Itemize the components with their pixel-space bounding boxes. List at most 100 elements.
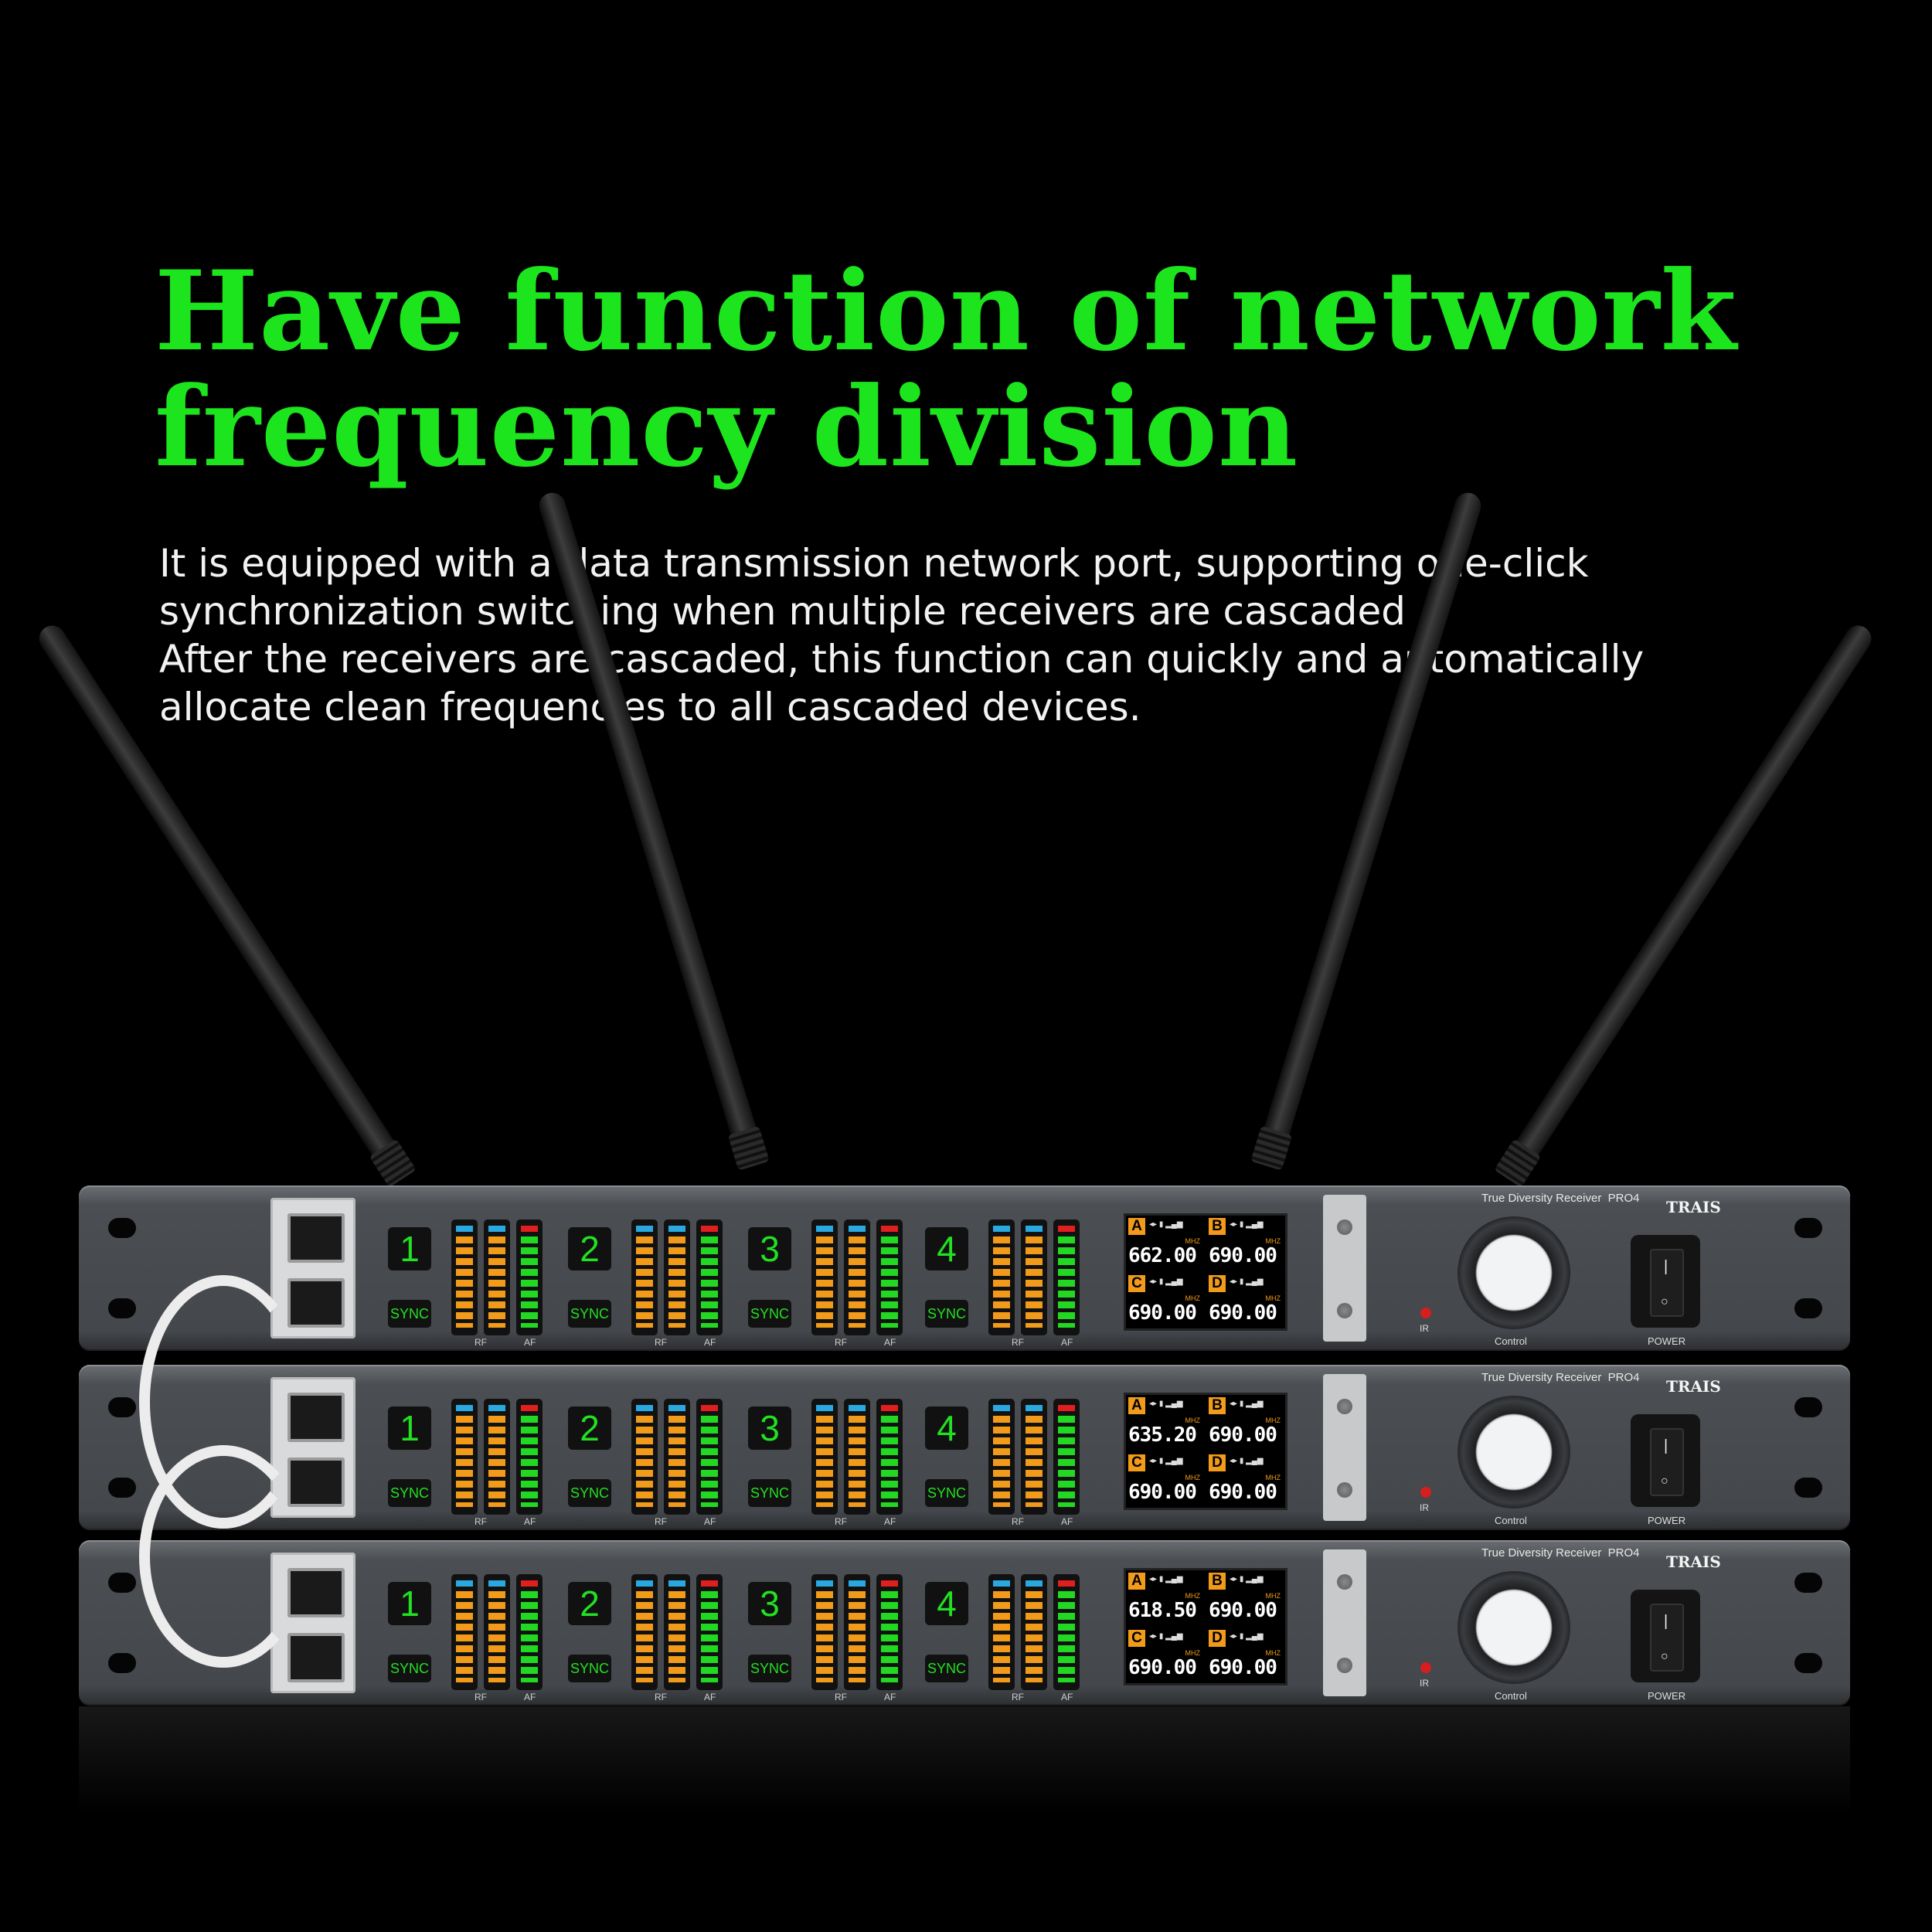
meter-cap [701, 1580, 718, 1587]
af-meter [1053, 1574, 1080, 1690]
ir-label: IR [1420, 1678, 1429, 1689]
ethernet-port[interactable] [287, 1213, 345, 1263]
mhz-label: MHZ [1265, 1592, 1281, 1600]
sync-button[interactable]: SYNC [568, 1655, 611, 1682]
status-icons: ◂▸ ▮ ▂▄▆ [1230, 1632, 1264, 1641]
power-rocker-icon[interactable] [1650, 1249, 1684, 1317]
power-switch[interactable] [1631, 1235, 1700, 1328]
meter-bars [993, 1416, 1010, 1507]
description: It is equipped with a data transmission … [159, 539, 1644, 731]
meter-bars [701, 1591, 718, 1682]
power-switch[interactable] [1631, 1590, 1700, 1682]
sync-button[interactable]: SYNC [388, 1300, 431, 1328]
sync-button[interactable]: SYNC [568, 1479, 611, 1507]
power-rocker-icon[interactable] [1650, 1604, 1684, 1672]
mount-hole [1794, 1397, 1822, 1417]
rf-meter [844, 1399, 870, 1515]
af-label: AF [704, 1516, 716, 1527]
power-label: POWER [1648, 1515, 1686, 1526]
channel-tag: A [1128, 1573, 1145, 1590]
sync-button[interactable]: SYNC [748, 1479, 791, 1507]
mhz-label: MHZ [1265, 1417, 1281, 1424]
rf-meter [664, 1219, 690, 1335]
channel-tag: A [1128, 1397, 1145, 1414]
rf-meter [844, 1219, 870, 1335]
meter-cap [849, 1226, 866, 1232]
frequency-value: 690.00 [1128, 1301, 1197, 1325]
meter-bars [1058, 1591, 1075, 1682]
mount-hole [108, 1478, 136, 1498]
mhz-label: MHZ [1185, 1649, 1201, 1657]
mhz-label: MHZ [1185, 1592, 1201, 1600]
rf-meter [988, 1574, 1015, 1690]
mount-hole [108, 1218, 136, 1238]
sync-button[interactable]: SYNC [925, 1655, 968, 1682]
status-icons: ◂▸ ▮ ▂▄▆ [1230, 1457, 1264, 1465]
sync-button[interactable]: SYNC [388, 1655, 431, 1682]
status-icons: ◂▸ ▮ ▂▄▆ [1149, 1220, 1183, 1229]
power-rocker-icon[interactable] [1650, 1428, 1684, 1496]
meter-bars [881, 1416, 898, 1507]
sync-button[interactable]: SYNC [925, 1479, 968, 1507]
model-label: True Diversity Receiver PRO4 [1481, 1371, 1640, 1384]
rack-ear-left [87, 1554, 156, 1692]
meter-cap [456, 1405, 473, 1411]
meter-bars [636, 1416, 653, 1507]
mhz-label: MHZ [1185, 1294, 1201, 1302]
mount-hole [1794, 1478, 1822, 1498]
sync-button[interactable]: SYNC [925, 1300, 968, 1328]
rf-label: RF [474, 1692, 487, 1702]
rf-label: RF [835, 1692, 847, 1702]
model-code: PRO4 [1607, 1546, 1640, 1560]
control-label: Control [1495, 1690, 1527, 1702]
rf-meter [664, 1399, 690, 1515]
rf-label: RF [655, 1516, 667, 1527]
sync-button[interactable]: SYNC [748, 1655, 791, 1682]
ethernet-port[interactable] [287, 1278, 345, 1328]
channel-tag: B [1209, 1397, 1226, 1414]
af-label: AF [524, 1337, 536, 1348]
meter-cap [849, 1405, 866, 1411]
rf-label: RF [655, 1337, 667, 1348]
ethernet-port[interactable] [287, 1633, 345, 1682]
meter-bars [521, 1236, 538, 1328]
meter-bars [816, 1591, 833, 1682]
ir-indicator [1420, 1487, 1431, 1498]
brand-logo: TRAIS [1666, 1198, 1721, 1216]
headline-line-1: Have function of network [155, 247, 1737, 376]
meter-cap [993, 1580, 1010, 1587]
control-knob[interactable] [1458, 1396, 1570, 1509]
meter-cap [816, 1405, 833, 1411]
rf-label: RF [474, 1337, 487, 1348]
rf-label: RF [655, 1692, 667, 1702]
frequency-value: 690.00 [1209, 1244, 1277, 1267]
rf-meter [484, 1399, 510, 1515]
meter-cap [456, 1580, 473, 1587]
rf-meter [451, 1399, 478, 1515]
channel-number: 2 [568, 1227, 611, 1270]
meter-bars [993, 1236, 1010, 1328]
power-switch[interactable] [1631, 1414, 1700, 1507]
sync-button[interactable]: SYNC [568, 1300, 611, 1328]
mount-hole [1794, 1298, 1822, 1318]
description-line-4: allocate clean frequencies to all cascad… [159, 685, 1141, 730]
status-icons: ◂▸ ▮ ▂▄▆ [1149, 1632, 1183, 1641]
sync-button[interactable]: SYNC [748, 1300, 791, 1328]
ethernet-port[interactable] [287, 1458, 345, 1507]
control-knob[interactable] [1458, 1571, 1570, 1684]
mount-hole [108, 1298, 136, 1318]
control-knob[interactable] [1458, 1216, 1570, 1329]
channel-tag: D [1209, 1454, 1226, 1471]
af-label: AF [704, 1692, 716, 1702]
mhz-label: MHZ [1265, 1237, 1281, 1245]
meter-cap [816, 1580, 833, 1587]
meter-cap [521, 1226, 538, 1232]
sync-button[interactable]: SYNC [388, 1479, 431, 1507]
